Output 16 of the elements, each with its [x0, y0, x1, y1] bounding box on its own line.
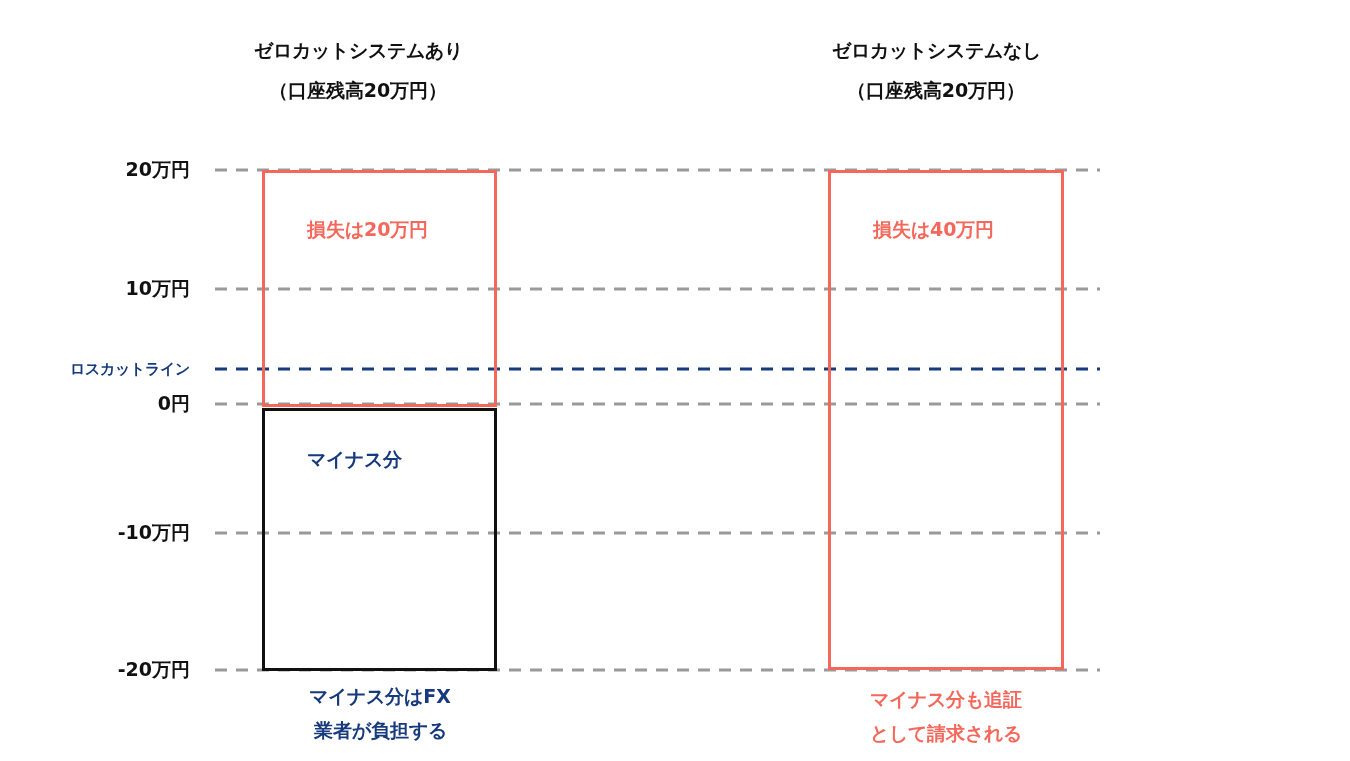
node-label: マイナス分はFX業者が負担する: [308, 684, 452, 743]
bar-box: [262, 170, 497, 407]
axis-label: -10万円: [117, 520, 190, 545]
axis-label: 0円: [157, 391, 190, 416]
column-heading: ゼロカットシステムなし（口座残高20万円）: [830, 38, 1042, 103]
node-label: マイナス分も追証として請求される: [869, 687, 1023, 746]
box-label: マイナス分: [307, 447, 402, 472]
box-label: 損失は40万円: [873, 217, 995, 242]
axis-label: ロスカットライン: [70, 359, 190, 379]
axis-label: 10万円: [125, 276, 190, 301]
axis-label: -20万円: [117, 657, 190, 682]
axis-label: 20万円: [125, 157, 190, 182]
bar-box: [828, 170, 1064, 670]
box-label: 損失は20万円: [307, 217, 429, 242]
column-heading: ゼロカットシステムあり（口座残高20万円）: [252, 38, 464, 103]
bar-box: [262, 408, 497, 671]
